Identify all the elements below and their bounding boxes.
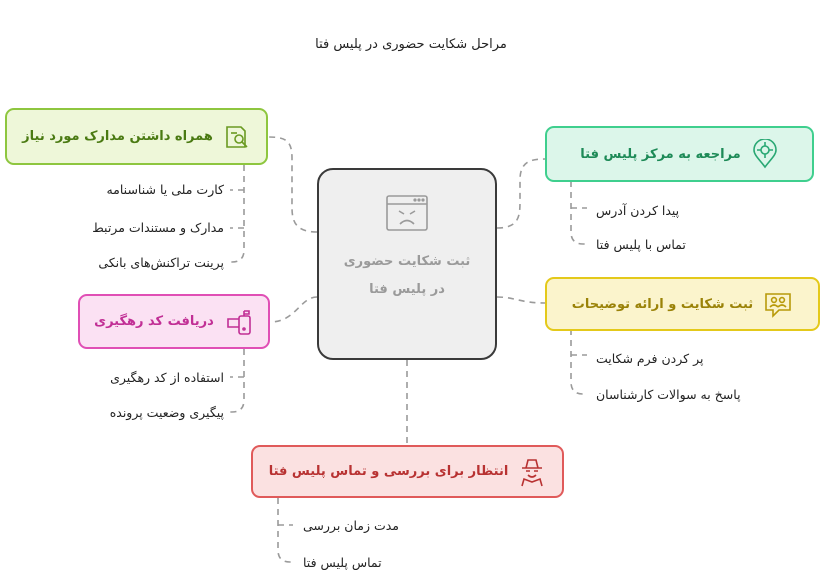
leaf-register-2: پاسخ به سوالات کارشناسان bbox=[596, 387, 741, 402]
connector-visit bbox=[496, 158, 546, 229]
center-node: ثبت شکایت حضوری در پلیس فتا bbox=[317, 168, 497, 360]
leaf-connector-wait bbox=[277, 498, 293, 563]
node-documents-label: همراه داشتن مدارک مورد نیاز bbox=[22, 129, 213, 144]
node-register-label: ثبت شکایت و ارائه توضیحات bbox=[571, 296, 754, 312]
node-visit: مراجعه به مرکز پلیس فتا bbox=[545, 126, 814, 182]
diagram-title: مراحل شکایت حضوری در پلیس فتا bbox=[315, 37, 507, 52]
mailbox-icon bbox=[224, 307, 254, 337]
node-visit-label: مراجعه به مرکز پلیس فتا bbox=[580, 146, 741, 162]
node-register: ثبت شکایت و ارائه توضیحات bbox=[545, 277, 820, 331]
leaf-tracking-2: پیگیری وضعیت پرونده bbox=[109, 405, 224, 420]
leaf-documents-3: پرینت تراکنش‌های بانکی bbox=[98, 255, 224, 270]
connector-tracking bbox=[269, 296, 318, 323]
center-label: ثبت شکایت حضوری در پلیس فتا bbox=[343, 254, 471, 297]
leaf-connector-tracking bbox=[228, 349, 245, 413]
node-wait: انتظار برای بررسی و تماس پلیس فتا bbox=[251, 445, 564, 498]
detective-icon bbox=[518, 457, 546, 487]
leaf-documents-2: مدارک و مستندات مرتبط bbox=[92, 220, 224, 235]
leaf-wait-1: مدت زمان بررسی bbox=[303, 518, 399, 533]
node-tracking-label: دریافت کد رهگیری bbox=[94, 314, 214, 329]
leaf-visit-2: تماس با پلیس فتا bbox=[596, 237, 686, 252]
leaf-tracking-1: استفاده از کد رهگیری bbox=[110, 370, 224, 385]
leaf-connector-documents bbox=[228, 165, 245, 263]
leaf-documents-1: کارت ملی یا شناسنامه bbox=[106, 182, 224, 197]
location-pin-icon bbox=[751, 139, 779, 169]
leaf-connector-register bbox=[570, 329, 587, 395]
node-tracking: دریافت کد رهگیری bbox=[78, 294, 270, 349]
node-wait-label: انتظار برای بررسی و تماس پلیس فتا bbox=[268, 464, 509, 479]
leaf-visit-1: پیدا کردن آدرس bbox=[596, 203, 680, 218]
document-search-icon bbox=[223, 123, 251, 151]
leaf-wait-2: تماس پلیس فتا bbox=[303, 555, 382, 570]
node-documents: همراه داشتن مدارک مورد نیاز bbox=[5, 108, 268, 165]
leaf-register-1: پر کردن فرم شکایت bbox=[596, 351, 704, 366]
leaf-connector-visit bbox=[570, 181, 587, 245]
connector-register bbox=[496, 296, 546, 304]
chat-people-icon bbox=[763, 290, 793, 318]
sad-browser-icon bbox=[385, 194, 429, 236]
connector-documents bbox=[267, 136, 318, 233]
